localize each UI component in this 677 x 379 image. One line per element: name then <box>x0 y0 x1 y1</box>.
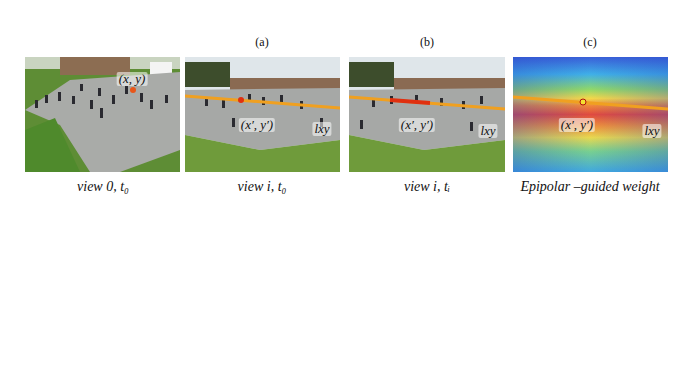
camera-view-b <box>349 57 505 172</box>
line-label: lxy <box>478 124 497 138</box>
point-label: (x′, y′) <box>239 118 275 132</box>
point-label: (x′, y′) <box>399 118 435 132</box>
view-caption: view i, tᵢ <box>404 179 450 194</box>
point-label: (x′, y′) <box>559 118 595 132</box>
view-caption: view 0, t₀ <box>77 179 129 194</box>
heat-map <box>513 57 668 172</box>
point-label: (x, y) <box>117 72 148 86</box>
panel-label: (a) <box>255 36 268 49</box>
epipolar-line <box>513 97 668 109</box>
view-caption: Epipolar –guided weight <box>520 179 659 194</box>
panel-label: (b) <box>420 36 434 49</box>
line-label: lxy <box>312 122 331 136</box>
panel-label: (c) <box>583 36 596 49</box>
camera-view-a <box>185 57 340 172</box>
line-label: lxy <box>642 124 661 138</box>
epipolar-line <box>349 97 505 109</box>
camera-view-0 <box>25 57 180 172</box>
view-caption: view i, t₀ <box>238 179 287 194</box>
epipolar-line <box>185 96 340 108</box>
